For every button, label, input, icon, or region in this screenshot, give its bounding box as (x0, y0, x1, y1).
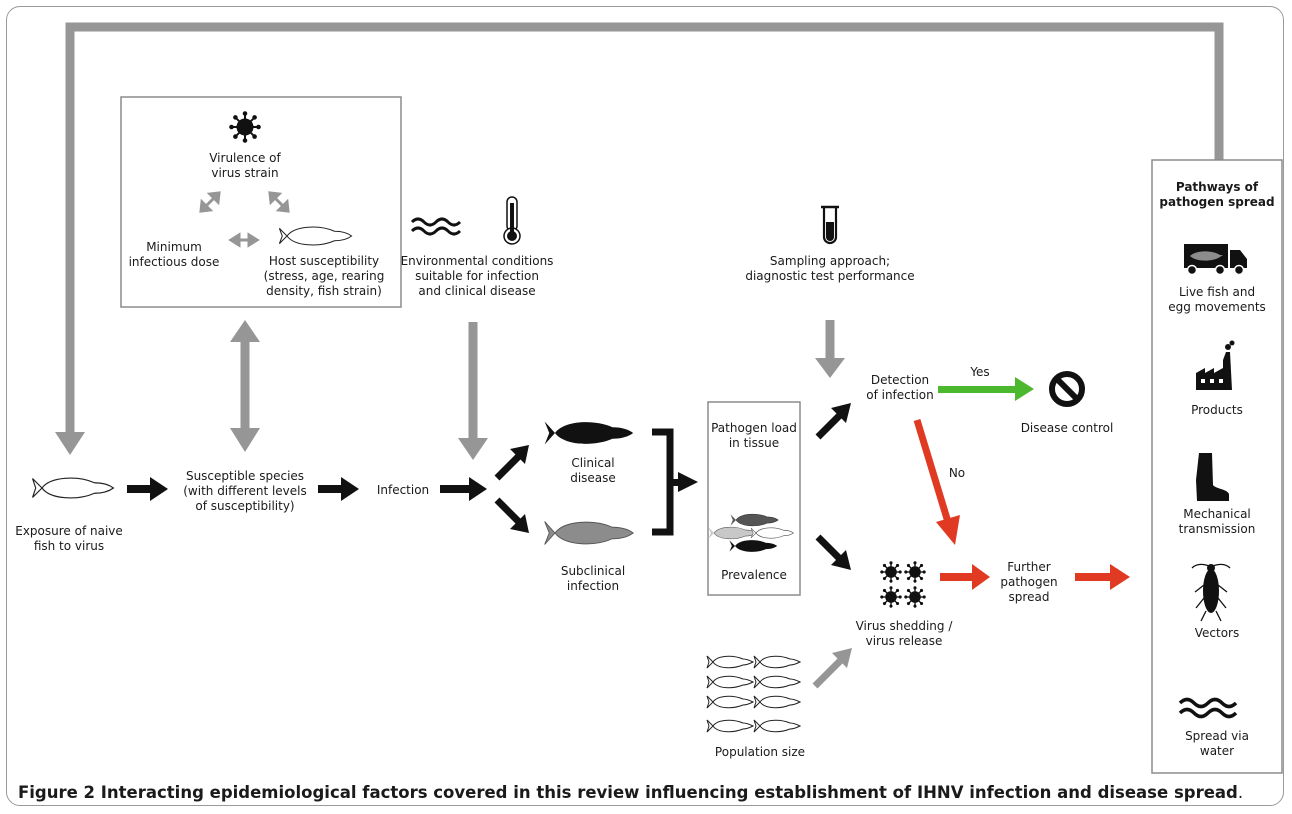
water-waves-icon (1178, 697, 1238, 719)
susceptibility-double-arrow (230, 320, 260, 452)
no-arrow (913, 418, 960, 545)
exposure-label: Exposure of naive fish to virus (15, 524, 123, 553)
water-waves-icon (410, 217, 462, 236)
merge-bracket (652, 428, 698, 536)
flow-arrows-black (127, 477, 487, 501)
prohibition-icon (1049, 371, 1085, 407)
factor-interaction-arrows (199, 191, 290, 248)
pathway-products-label: Products (1191, 403, 1243, 417)
yes-label: Yes (970, 365, 990, 379)
factory-icon (1196, 340, 1235, 390)
environment-down-arrow (458, 322, 488, 460)
clinical-fish-icon (544, 421, 634, 445)
caption-end: . (1237, 783, 1244, 802)
test-tube-icon (821, 205, 839, 245)
pathway-water-label: Spread via water (1185, 729, 1249, 758)
population-label: Population size (714, 745, 806, 759)
subclinical-fish-icon (544, 521, 634, 545)
pathways-box (1151, 159, 1283, 774)
pathway-live-fish-label: Live fish and egg movements (1168, 285, 1266, 314)
host-fish-icon (278, 226, 353, 246)
split-arrows (494, 445, 529, 533)
sampling-down-arrow (815, 320, 845, 378)
min-dose-label: Minimum infectious dose (128, 240, 220, 269)
yes-arrow (938, 377, 1034, 401)
clinical-disease-label: Clinical disease (570, 456, 616, 485)
pathways-title: Pathways of pathogen spread (1159, 180, 1275, 209)
pathway-vectors-label: Vectors (1194, 626, 1240, 640)
truck-icon (1184, 244, 1247, 276)
insect-icon (1191, 563, 1231, 622)
pathway-mechanical-label: Mechanical transmission (1178, 507, 1256, 536)
virulence-label: Virulence of virus strain (209, 151, 281, 180)
pathogen-load-label: Pathogen load in tissue (711, 421, 797, 450)
host-susceptibility-label: Host susceptibility (stress, age, rearin… (263, 254, 385, 298)
population-arrow (812, 648, 852, 689)
virus-icon (228, 110, 262, 144)
naive-fish-icon (32, 477, 114, 499)
subclinical-label: Subclinical infection (560, 564, 626, 593)
virus-shedding-icon (879, 560, 927, 609)
figure-frame (6, 6, 1284, 806)
shedding-label: Virus shedding / virus release (855, 619, 953, 648)
no-label: No (948, 466, 966, 480)
further-spread-label: Further pathogen spread (1000, 560, 1058, 604)
feedback-loop-arrow (55, 22, 1224, 455)
prevalence-label: Prevalence (721, 568, 787, 582)
figure-caption: Figure 2 Interacting epidemiological fac… (18, 783, 1243, 802)
detection-shedding-arrows (815, 403, 851, 570)
population-fish-icon (706, 655, 801, 733)
factors-box (120, 96, 402, 308)
caption-text: Figure 2 Interacting epidemiological fac… (18, 783, 1238, 802)
pathogen-load-box (707, 401, 801, 596)
boot-icon (1196, 453, 1229, 501)
disease-control-label: Disease control (1020, 421, 1114, 435)
detection-label: Detection of infection (866, 373, 934, 402)
thermometer-icon (503, 196, 521, 245)
environment-label: Environmental conditions suitable for in… (400, 254, 554, 298)
sampling-label: Sampling approach; diagnostic test perfo… (745, 254, 915, 283)
prevalence-fish-icon (708, 513, 794, 552)
infection-label: Infection (376, 483, 430, 497)
susceptible-species-label: Susceptible species (with different leve… (183, 469, 307, 513)
spread-arrows-red (940, 564, 1130, 590)
